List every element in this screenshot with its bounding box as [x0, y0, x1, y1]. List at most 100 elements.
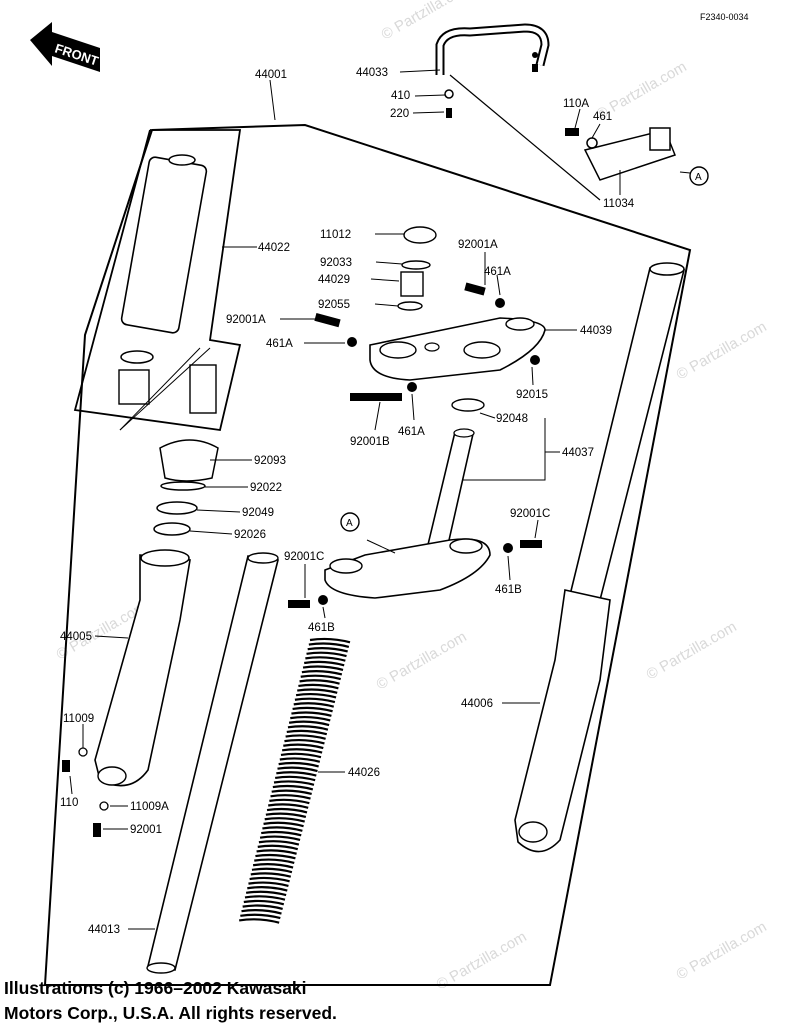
part-labels: 44001 44033 410 220 110 A 461 11034 44022…: [60, 67, 635, 936]
label-461A-top: 461A: [484, 266, 511, 278]
spring-coil: [270, 794, 311, 800]
spring-coil: [292, 706, 333, 713]
spring-coil: [295, 692, 337, 699]
spring-coil: [300, 674, 341, 681]
spring-coil: [294, 697, 336, 704]
spring-coil: [305, 656, 346, 662]
spring-coil: [244, 895, 286, 901]
spring-coil: [298, 683, 339, 690]
spring-coil: [256, 849, 297, 855]
watermark: © Partzilla.com: [674, 318, 770, 383]
label-461B-left: 461B: [308, 622, 335, 634]
spring-coil: [247, 886, 288, 892]
label-11034: 11034: [603, 198, 635, 210]
spring-coil: [297, 688, 338, 694]
spring-coil: [291, 711, 332, 717]
spring-coil: [261, 830, 302, 837]
label-44026: 44026: [348, 767, 380, 779]
spring-coil: [304, 660, 345, 667]
spring-coil: [243, 899, 285, 906]
spring-coil: [301, 669, 343, 676]
spring-coil: [258, 840, 300, 846]
spring-coil: [249, 876, 290, 883]
label-92055: 92055: [318, 299, 350, 311]
callout-a-label: A: [695, 172, 702, 183]
label-44037: 44037: [562, 447, 594, 459]
label-110: 110: [60, 797, 78, 809]
spring-coil: [241, 909, 282, 915]
spring-coil: [286, 729, 328, 736]
spring-coil: [242, 904, 283, 910]
spring-coil: [238, 918, 280, 924]
spring-coil: [274, 775, 316, 782]
label-92049: 92049: [242, 507, 274, 519]
spring-coil: [266, 807, 308, 814]
label-92033: 92033: [320, 257, 352, 269]
spring-coil: [264, 817, 305, 823]
label-92001C-right: 92001C: [510, 508, 550, 520]
label-92001A-top: 92001A: [458, 239, 498, 251]
spring-coil: [273, 780, 315, 786]
label-220: 220: [390, 108, 409, 120]
spring-coil: [306, 651, 347, 658]
spring-coil: [279, 757, 321, 763]
spring-coil: [293, 702, 335, 708]
label-44022: 44022: [258, 242, 290, 254]
spring-coil: [287, 725, 329, 731]
label-44029: 44029: [318, 274, 350, 286]
label-461B-right: 461B: [495, 584, 522, 596]
spring-coil: [285, 734, 326, 740]
spring-coil: [254, 858, 295, 865]
watermark: © Partzilla.com: [644, 618, 740, 683]
spring-coil: [281, 748, 323, 754]
fork-spring: [238, 637, 351, 924]
label-92015: 92015: [516, 389, 548, 401]
spring-coil: [290, 715, 331, 722]
leader-lines: [69, 69, 621, 930]
spring-coil: [263, 821, 304, 828]
watermark: © Partzilla.com: [674, 918, 770, 983]
spring-coil: [277, 766, 318, 773]
spring-coil: [251, 867, 293, 874]
label-11009: 11009: [63, 713, 94, 725]
label-44033: 44033: [356, 67, 388, 79]
copyright-notice: Illustrations (c) 1966–2002 Kawasaki Mot…: [4, 976, 564, 1026]
spring-coil: [308, 642, 350, 648]
spring-coil: [257, 844, 299, 851]
label-92001B: 92001B: [350, 436, 390, 448]
label-461: 461: [593, 111, 612, 123]
label-44013: 44013: [88, 924, 120, 936]
label-44005: 44005: [60, 631, 92, 643]
label-461A-left: 461A: [266, 338, 293, 350]
watermark: © Partzilla.com: [374, 628, 470, 693]
label-11009A: 11009A: [130, 801, 169, 813]
right-fork-tube: [514, 262, 686, 853]
spring-coil: [284, 738, 325, 745]
copyright-line-1: Illustrations (c) 1966–2002 Kawasaki: [4, 978, 307, 998]
watermark: © Partzilla.com: [379, 0, 475, 43]
spring-coil: [302, 665, 344, 671]
spring-coil: [278, 761, 319, 768]
spring-coil: [299, 679, 340, 685]
spring-coil: [240, 913, 281, 920]
label-461A-mid: 461A: [398, 426, 425, 438]
callout-a-label: A: [346, 518, 353, 529]
inner-fork-tube: [118, 154, 217, 414]
copyright-line-2: Motors Corp., U.S.A. All rights reserved…: [4, 1003, 337, 1023]
label-410: 410: [391, 90, 410, 102]
spring-coil: [283, 743, 324, 750]
label-44001: 44001: [255, 69, 287, 81]
spring-coil: [262, 826, 303, 832]
label-44006: 44006: [461, 698, 493, 710]
assembly-outline: [43, 123, 692, 986]
spring-coil: [245, 890, 287, 897]
label-11012: 11012: [320, 229, 351, 241]
spring-coil: [248, 881, 289, 887]
label-92001: 92001: [130, 824, 162, 836]
inner-kit-outline: [73, 129, 242, 432]
label-92026: 92026: [234, 529, 266, 541]
handle-part: [435, 23, 601, 201]
spring-coil: [255, 853, 296, 860]
callout-a-icon: [340, 512, 360, 532]
